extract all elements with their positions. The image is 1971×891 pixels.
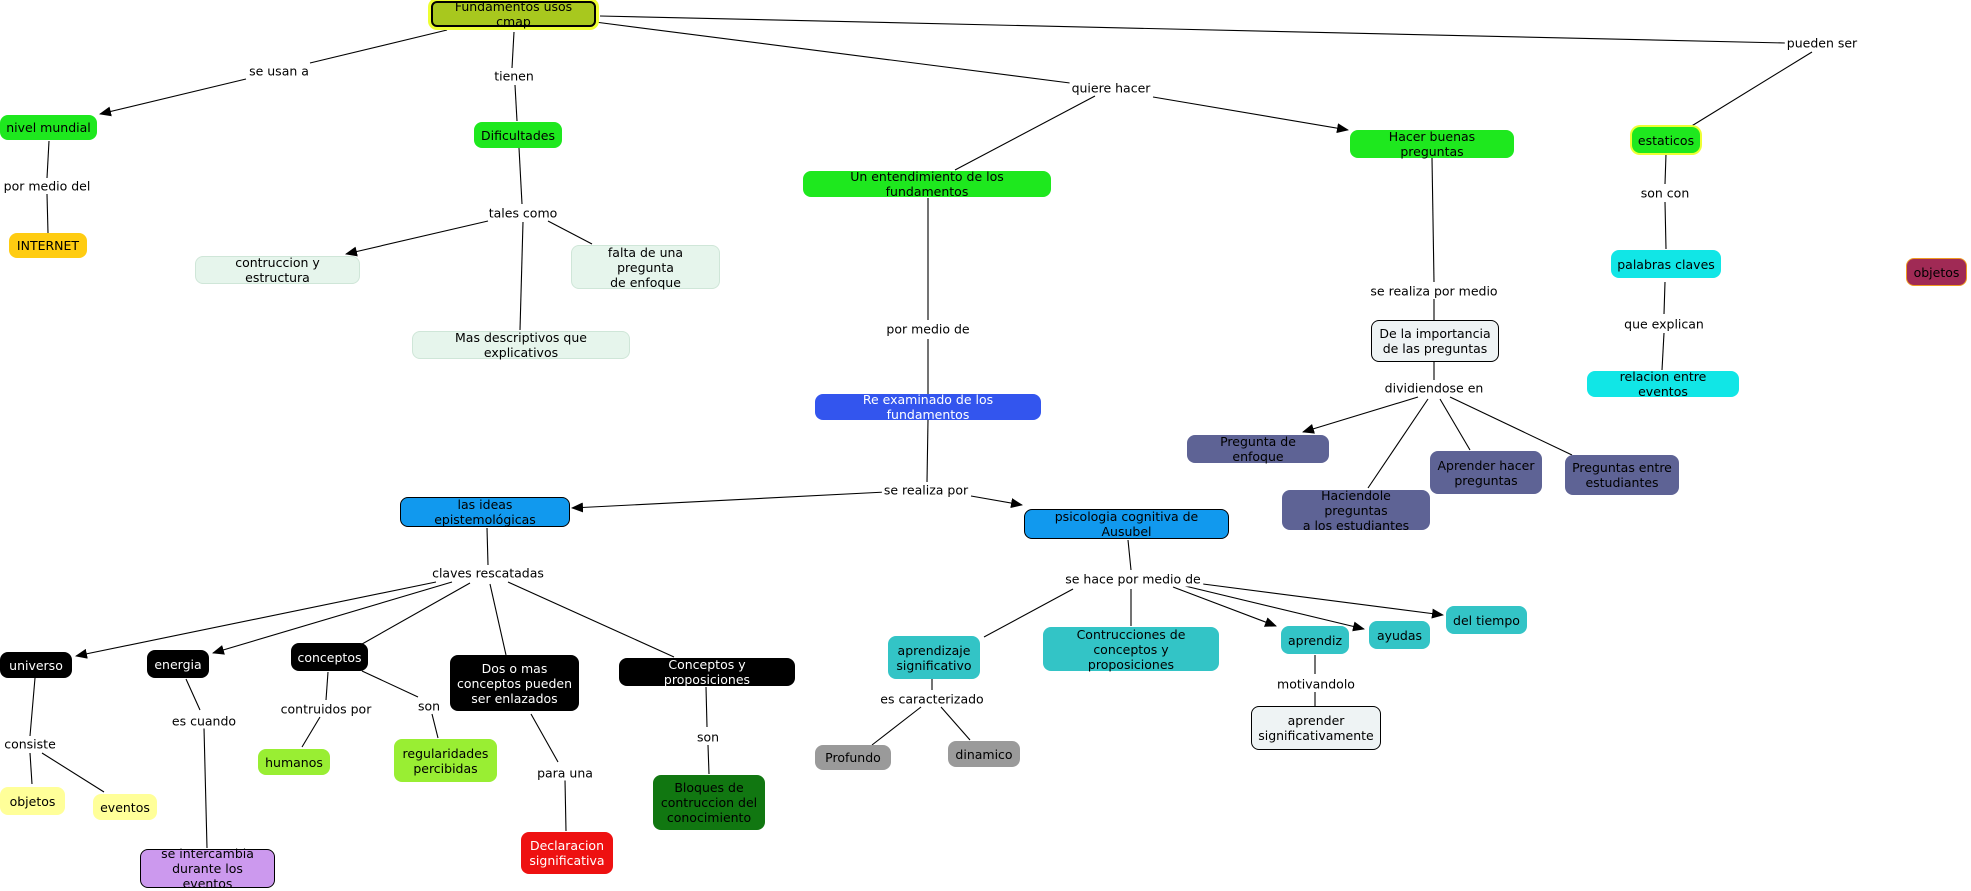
concept-objetos-right[interactable]: objetos <box>1906 258 1967 286</box>
concept-objetos[interactable]: objetos <box>0 787 65 815</box>
link-tales-como[interactable]: tales como <box>486 205 560 221</box>
link-contruidos-por[interactable]: contruidos por <box>278 701 374 717</box>
concept-entendimiento[interactable]: Un entendimiento de los fundamentos <box>803 169 1051 199</box>
link-para-una[interactable]: para una <box>535 765 595 781</box>
concept-aprendizaje-significativo[interactable]: aprendizaje significativo <box>888 636 980 679</box>
link-por-medio-de[interactable]: por medio de <box>884 321 972 337</box>
concept-conceptos[interactable]: conceptos <box>291 643 368 671</box>
concept-contruccion-estructura[interactable]: contruccion y estructura <box>195 255 360 285</box>
concept-ideas-epistemologicas[interactable]: las ideas epistemológicas <box>400 497 570 527</box>
concept-contrucciones[interactable]: Contrucciones de conceptos y proposicion… <box>1043 627 1219 672</box>
concept-profundo[interactable]: Profundo <box>815 745 891 770</box>
link-son-bloques[interactable]: son <box>694 729 722 745</box>
link-por-medio-del[interactable]: por medio del <box>1 178 93 194</box>
concept-del-tiempo[interactable]: del tiempo <box>1446 606 1527 634</box>
concept-bloques[interactable]: Bloques de contruccion del conocimiento <box>653 775 765 830</box>
concept-aprender-preguntas[interactable]: Aprender hacer preguntas <box>1430 451 1542 494</box>
concept-ayudas[interactable]: ayudas <box>1369 621 1430 649</box>
concept-dos-o-mas[interactable]: Dos o mas conceptos pueden ser enlazados <box>450 655 579 711</box>
concept-palabras-claves[interactable]: palabras claves <box>1611 250 1721 278</box>
link-es-cuando[interactable]: es cuando <box>169 713 239 729</box>
concept-hacer-preguntas[interactable]: Hacer buenas preguntas <box>1350 129 1514 159</box>
concept-psicologia-ausubel[interactable]: psicologia cognitiva de Ausubel <box>1024 509 1229 539</box>
link-se-usan-a[interactable]: se usan a <box>247 63 311 79</box>
concept-root[interactable]: Fundamentos usos cmap <box>431 0 596 29</box>
concept-energia[interactable]: energia <box>147 650 209 678</box>
link-son-regularidades[interactable]: son <box>415 698 443 714</box>
concept-regularidades[interactable]: regularidades percibidas <box>394 739 497 782</box>
concept-pregunta-enfoque[interactable]: Pregunta de enfoque <box>1187 434 1329 464</box>
concept-falta-pregunta[interactable]: falta de una pregunta de enfoque <box>571 245 720 290</box>
link-son-con[interactable]: son con <box>1638 185 1692 201</box>
link-es-caracterizado[interactable]: es caracterizado <box>878 691 986 707</box>
concept-dinamico[interactable]: dinamico <box>948 741 1020 767</box>
link-pueden-ser[interactable]: pueden ser <box>1784 35 1860 51</box>
concept-preguntas-entre[interactable]: Preguntas entre estudiantes <box>1565 455 1679 495</box>
concept-internet[interactable]: INTERNET <box>9 233 87 258</box>
concept-re-examinado[interactable]: Re examinado de los fundamentos <box>815 392 1041 422</box>
concept-mas-descriptivos[interactable]: Mas descriptivos que explicativos <box>412 330 630 360</box>
link-quiere-hacer[interactable]: quiere hacer <box>1069 80 1153 96</box>
concept-relacion-eventos[interactable]: relacion entre eventos <box>1587 369 1739 399</box>
concept-estaticos[interactable]: estaticos <box>1632 127 1700 153</box>
concept-dificultades[interactable]: Dificultades <box>474 122 562 148</box>
link-motivandolo[interactable]: motivandolo <box>1275 676 1357 692</box>
link-consiste[interactable]: consiste <box>2 736 58 752</box>
link-se-realiza-por[interactable]: se realiza por <box>881 482 971 498</box>
concept-humanos[interactable]: humanos <box>258 749 330 775</box>
concept-declaracion[interactable]: Declaracion significativa <box>521 832 613 874</box>
link-que-explican[interactable]: que explican <box>1622 316 1706 332</box>
concept-aprendiz[interactable]: aprendiz <box>1281 626 1349 654</box>
concept-aprender-significativamente[interactable]: aprender significativamente <box>1251 706 1381 750</box>
concept-eventos[interactable]: eventos <box>93 794 157 820</box>
concept-nivel-mundial[interactable]: nivel mundial <box>0 115 97 140</box>
link-se-realiza-por-medio[interactable]: se realiza por medio <box>1368 283 1500 299</box>
link-dividiendose-en[interactable]: dividiendose en <box>1382 380 1486 396</box>
link-claves-rescatadas[interactable]: claves rescatadas <box>430 565 546 581</box>
concept-universo[interactable]: universo <box>0 652 72 678</box>
concept-haciendole-preguntas[interactable]: Haciendole preguntas a los estudiantes <box>1282 488 1430 533</box>
link-se-hace-por-medio-de[interactable]: se hace por medio de <box>1063 571 1203 587</box>
concept-se-intercambia[interactable]: se intercambia durante los eventos <box>140 846 275 891</box>
concept-importancia-preguntas[interactable]: De la importancia de las preguntas <box>1371 320 1499 362</box>
concept-conceptos-proposiciones[interactable]: Conceptos y proposiciones <box>619 657 795 687</box>
link-tienen[interactable]: tienen <box>492 68 536 84</box>
